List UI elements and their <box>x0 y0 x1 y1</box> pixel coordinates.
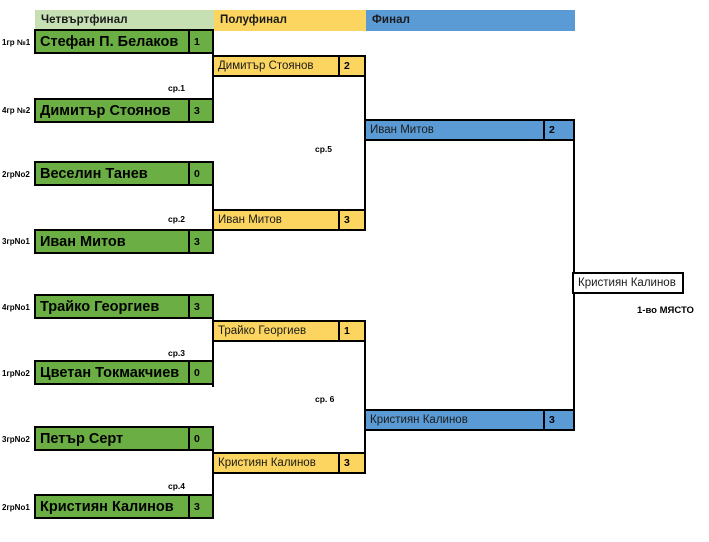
round-header-semifinal-label: Полуфинал <box>220 14 288 26</box>
connector-sf-match-6 <box>364 322 366 473</box>
final-slot-2[interactable]: Кристиян Калинов 3 <box>364 409 575 431</box>
semifinal-slot-4[interactable]: Кристиян Калинов 3 <box>212 452 366 474</box>
round-header-semifinal: Полуфинал <box>214 10 366 31</box>
match-label-4: ср.4 <box>168 481 186 491</box>
semifinal-slot-3[interactable]: Трайко Георгиев 1 <box>212 320 366 342</box>
player-score: 0 <box>188 163 212 184</box>
round-header-final-label: Финал <box>372 14 411 26</box>
seed-label-3: 2грNo2 <box>2 170 30 179</box>
player-name: Иван Митов <box>218 214 282 226</box>
seed-label-1: 1гр №1 <box>2 38 31 47</box>
semifinal-slot-2[interactable]: Иван Митов 3 <box>212 209 366 231</box>
connector-sf-match-5 <box>364 57 366 229</box>
winner-name: Кристиян Калинов <box>578 277 676 289</box>
connector-qf-match-1 <box>212 31 214 123</box>
match-label-1: ср.1 <box>168 83 186 93</box>
player-name: Петър Серт <box>40 430 124 447</box>
round-header-final: Финал <box>366 10 575 31</box>
match-label-6: ср. 6 <box>315 394 335 404</box>
player-name: Веселин Танев <box>40 165 148 182</box>
player-name: Кристиян Калинов <box>218 457 316 469</box>
quarterfinal-slot-5[interactable]: Трайко Георгиев 3 <box>34 294 214 319</box>
seed-label-6: 1грNo2 <box>2 369 30 378</box>
player-score: 3 <box>188 296 212 317</box>
player-name: Цветан Токмакчиев <box>40 364 180 381</box>
seed-label-4: 3грNo1 <box>2 237 30 246</box>
winner-place-label: 1-во МЯСТО <box>637 305 694 316</box>
player-name: Трайко Георгиев <box>218 325 307 337</box>
quarterfinal-slot-2[interactable]: Димитър Стоянов 3 <box>34 98 214 123</box>
player-score: 3 <box>188 100 212 121</box>
winner-box[interactable]: Кристиян Калинов <box>572 272 684 294</box>
player-name: Иван Митов <box>40 233 126 250</box>
player-score: 0 <box>188 362 212 383</box>
player-name: Димитър Стоянов <box>218 60 314 72</box>
quarterfinal-slot-4[interactable]: Иван Митов 3 <box>34 229 214 254</box>
player-score: 2 <box>338 57 364 75</box>
player-score: 1 <box>188 31 212 52</box>
connector-qf-match-2 <box>212 162 214 254</box>
match-label-5: ср.5 <box>315 144 333 154</box>
player-score: 3 <box>338 454 364 472</box>
player-score: 3 <box>188 496 212 517</box>
seed-label-7: 3грNo2 <box>2 435 30 444</box>
player-name: Стефан П. Белаков <box>40 33 179 50</box>
seed-label-2: 4гр №2 <box>2 106 31 115</box>
seed-label-5: 4грNo1 <box>2 303 30 312</box>
player-name: Кристиян Калинов <box>40 498 174 515</box>
seed-label-8: 2грNo1 <box>2 503 30 512</box>
final-slot-1[interactable]: Иван Митов 2 <box>364 119 575 141</box>
round-header-quarterfinal: Четвъртфинал <box>35 10 214 31</box>
player-score: 3 <box>338 211 364 229</box>
match-label-3: ср.3 <box>168 348 186 358</box>
quarterfinal-slot-1[interactable]: Стефан П. Белаков 1 <box>34 29 214 54</box>
player-score: 0 <box>188 428 212 449</box>
quarterfinal-slot-8[interactable]: Кристиян Калинов 3 <box>34 494 214 519</box>
player-score: 3 <box>543 411 573 429</box>
semifinal-slot-1[interactable]: Димитър Стоянов 2 <box>212 55 366 77</box>
quarterfinal-slot-7[interactable]: Петър Серт 0 <box>34 426 214 451</box>
quarterfinal-slot-3[interactable]: Веселин Танев 0 <box>34 161 214 186</box>
player-name: Трайко Георгиев <box>40 298 160 315</box>
match-label-2: ср.2 <box>168 214 186 224</box>
player-name: Димитър Стоянов <box>40 102 171 119</box>
player-score: 2 <box>543 121 573 139</box>
quarterfinal-slot-6[interactable]: Цветан Токмакчиев 0 <box>34 360 214 385</box>
player-score: 3 <box>188 231 212 252</box>
player-name: Иван Митов <box>370 124 434 136</box>
player-name: Кристиян Калинов <box>370 414 468 426</box>
player-score: 1 <box>338 322 364 340</box>
round-header-quarterfinal-label: Четвъртфинал <box>41 14 128 26</box>
